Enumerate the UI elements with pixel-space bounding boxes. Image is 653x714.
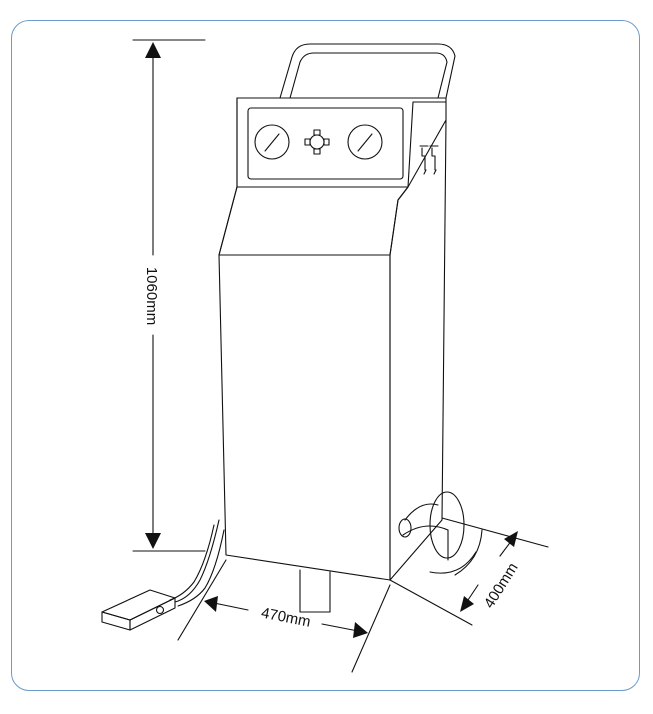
height-label: 1060mm xyxy=(143,267,160,325)
diagram-frame xyxy=(11,20,640,691)
hoses xyxy=(169,519,225,607)
valve-icon xyxy=(304,129,330,155)
pressure-gauge-left-icon xyxy=(254,124,290,160)
pressure-gauge-right-icon xyxy=(347,124,383,160)
depth-arrow-bottom-icon xyxy=(460,596,474,612)
height-arrow-top-icon xyxy=(145,42,161,58)
machine-body xyxy=(218,119,447,581)
depth-arrow-top-icon xyxy=(504,531,518,547)
height-arrow-bottom-icon xyxy=(145,533,161,549)
width-dimension-line xyxy=(177,559,391,673)
drain-foot xyxy=(299,569,331,613)
wheel-icon xyxy=(398,491,483,576)
depth-label: 400mm xyxy=(481,560,522,611)
control-box xyxy=(236,97,447,188)
width-arrow-right-icon xyxy=(353,622,368,638)
height-dimension-line xyxy=(132,39,206,552)
foot-pedal-icon xyxy=(101,589,176,631)
depth-dimension-line xyxy=(389,517,549,626)
width-label: 470mm xyxy=(260,604,312,630)
width-arrow-left-icon xyxy=(204,596,218,612)
carry-handle xyxy=(279,43,456,99)
